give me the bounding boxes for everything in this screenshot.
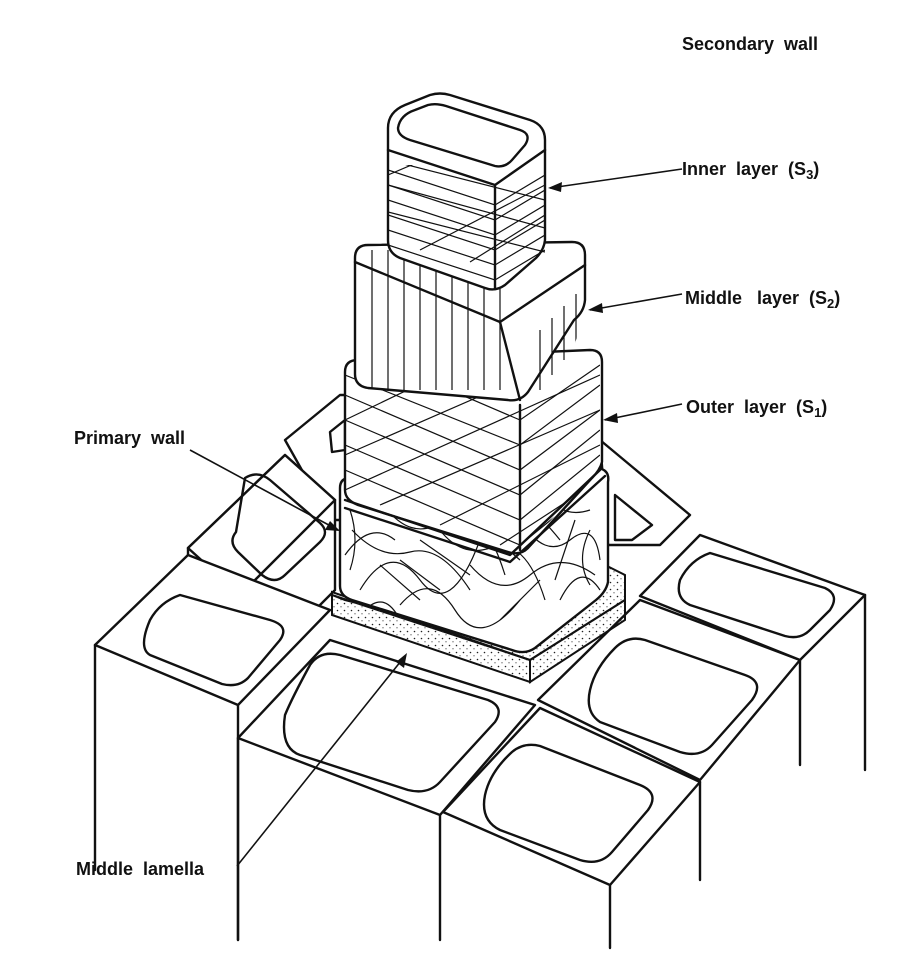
leader-lines	[189, 168, 683, 867]
neighbor-cell-far-right	[638, 533, 867, 772]
leader-inner-layer	[548, 168, 683, 192]
outer-layer-text: Outer layer (S	[686, 397, 815, 417]
leader-middle-layer	[588, 293, 683, 313]
label-middle-layer: Middle layer (S2)	[685, 287, 840, 315]
label-primary-wall: Primary wall	[74, 427, 185, 449]
secondary-wall-text: Secondary wall	[682, 34, 819, 54]
middle-lamella-text: Middle lamella	[76, 859, 205, 879]
leader-primary-wall	[189, 449, 340, 531]
label-secondary-wall: Secondary wall	[682, 33, 818, 55]
inner-layer-subscript: 3	[806, 167, 814, 182]
primary-wall-text: Primary wall	[74, 428, 186, 448]
label-middle-lamella: Middle lamella	[76, 858, 204, 880]
middle-layer-paren: )	[834, 288, 841, 308]
inner-layer-s3	[386, 92, 547, 291]
label-outer-layer: Outer layer (S1)	[686, 396, 827, 424]
neighbor-cell-front-right	[441, 706, 702, 950]
inner-layer-text: Inner layer (S	[682, 159, 807, 179]
label-inner-layer: Inner layer (S3)	[682, 158, 819, 186]
outer-layer-subscript: 1	[814, 405, 822, 420]
leader-outer-layer	[603, 403, 683, 423]
outer-layer-paren: )	[821, 397, 828, 417]
middle-layer-s2	[353, 240, 587, 402]
neighbor-cell-far-left	[93, 553, 332, 942]
neighbor-cell-front-center	[236, 638, 537, 942]
leader-middle-lamella	[236, 653, 407, 867]
inner-layer-paren: )	[813, 159, 820, 179]
neighbor-cell-back-right	[598, 438, 692, 547]
middle-layer-text: Middle layer (S	[685, 288, 828, 308]
middle-layer-subscript: 2	[827, 296, 835, 311]
neighbor-cells	[93, 393, 867, 950]
